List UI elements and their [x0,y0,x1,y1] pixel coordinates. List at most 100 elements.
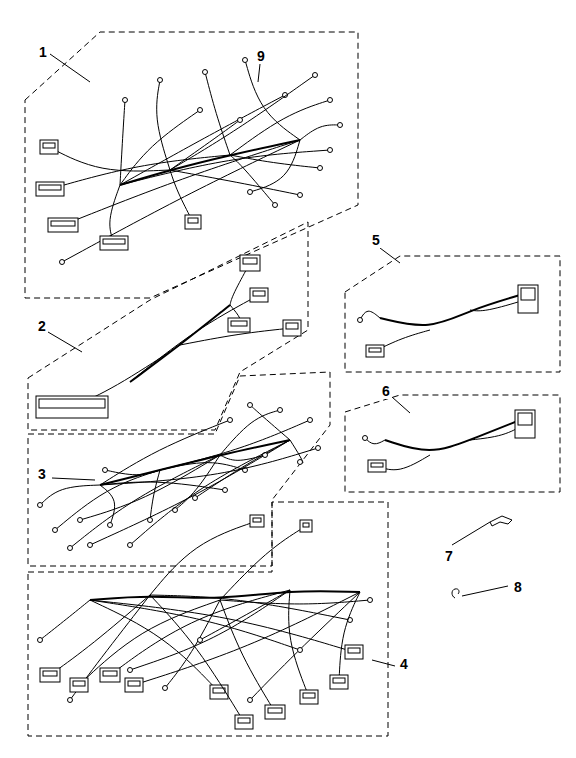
ring-terminal [158,78,163,83]
wire [120,100,125,185]
leader-line [50,54,90,82]
group-outlines [25,32,560,736]
wire [90,440,290,545]
wire [55,470,160,530]
wire [110,590,290,675]
wire [90,600,300,650]
connector-detail [103,671,117,676]
connector-detail [518,413,532,425]
ring-terminal [198,108,203,113]
wire [130,440,290,545]
wire [289,590,309,697]
wire-trunk [380,295,520,325]
connector-detail [369,348,381,352]
ring-terminal [228,418,233,423]
wire-connector [300,520,312,532]
wire [300,125,340,140]
ring-terminal [278,408,283,413]
wire [220,410,280,455]
ring-terminal [363,436,368,441]
wire [250,405,290,440]
wire [50,595,150,675]
wire [130,590,290,670]
connector-detail [348,648,360,653]
connector-detail [39,399,105,408]
connector-detail [43,143,55,148]
wire [220,600,275,712]
leader-line [258,64,260,82]
wire-clip [490,516,512,526]
ring-terminal [38,503,43,508]
ring-terminal [273,203,278,208]
ring-terminal [198,638,203,643]
wire [157,80,170,170]
harness-outline [28,372,330,566]
wire-connector [265,705,285,719]
callout-number: 2 [36,318,48,334]
wire [80,455,220,520]
ring-terminal [60,260,65,265]
wire [339,592,360,682]
wire [105,470,160,475]
wire [100,420,230,485]
ring-terminal [248,698,253,703]
connector-detail [39,185,61,190]
wire [100,448,318,485]
leader-line [372,660,395,666]
ring-terminal [108,523,113,528]
ring-terminal [128,668,133,673]
ring-terminal [316,446,321,451]
connector-detail [231,321,247,326]
wire-connector [70,678,88,692]
ring-terminal [368,598,373,603]
wire [90,600,354,652]
leader-line [452,522,490,545]
wire-connector [100,668,120,682]
ring-terminal [298,648,303,653]
wire [100,485,115,525]
ring-terminal [223,488,228,493]
ring-terminal [338,123,343,128]
wire [160,420,310,470]
wire [170,170,193,222]
wire [250,592,360,700]
small-parts [452,516,512,598]
ring-terminal [128,543,133,548]
wire-connector [40,668,60,682]
ring-terminal [298,460,303,465]
wire-hook [452,589,459,598]
callout-number: 4 [398,656,410,672]
ring-terminal [38,638,43,643]
connector-detail [253,518,261,522]
wire-connector [100,236,128,250]
ring-terminal [248,190,253,195]
ring-terminal [123,98,128,103]
ring-terminal [193,496,198,501]
wire [245,60,300,140]
harness-outline [28,222,308,430]
ring-terminal [328,98,333,103]
wire [170,170,300,195]
wire-connector [40,140,58,154]
leader-line [48,332,82,352]
connector-detail [103,239,125,244]
harness-outline [345,395,560,492]
harness-outline [28,502,388,736]
leader-line [380,248,400,263]
ring-terminal [103,468,108,473]
wire [79,600,220,685]
connector-detail [371,463,383,467]
ring-terminal [313,73,318,78]
ring-terminal [53,528,58,533]
ring-terminal [68,546,73,551]
wire-connector [36,396,108,418]
wire-connector [283,320,301,336]
wire [70,595,150,700]
wire [40,600,90,640]
ring-terminal [358,318,363,323]
ring-terminal [298,193,303,198]
connector-detail [333,678,345,683]
connector-detail [303,693,315,698]
connector-detail [238,718,250,723]
